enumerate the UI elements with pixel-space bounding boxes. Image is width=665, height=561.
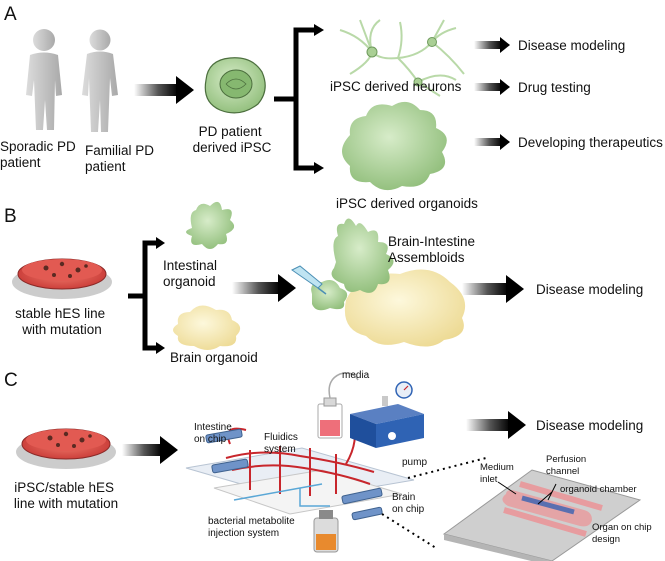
panel-a: A Sporadic PD patient Familial PD patien… — [0, 4, 663, 211]
fluidics-tubing — [225, 419, 375, 496]
detail-arrows — [497, 481, 557, 505]
outcome-drug-testing: Drug testing — [518, 80, 591, 95]
pump-label: pump — [402, 457, 427, 468]
panel-c-letter: C — [4, 370, 18, 391]
panel-c: C iPSC/stable hES line with mutation — [4, 370, 654, 561]
arrow-to-assembloids — [232, 274, 296, 302]
ipsc-cell — [204, 57, 266, 114]
media-bottle — [317, 372, 359, 439]
petri-dish-b — [12, 258, 112, 299]
outcome-developing-therapeutics: Developing therapeutics — [518, 135, 663, 150]
organ-on-chip-design-label: Organ on chip design — [592, 522, 654, 545]
brain-organoid-b — [173, 305, 241, 350]
perfusion-channel-label: Perfusion channel — [546, 454, 589, 477]
petri-dish-c — [16, 428, 116, 469]
pump-device — [350, 381, 424, 448]
brain-organoid-label: Brain organoid — [170, 350, 258, 365]
brain-chip-icon — [341, 487, 383, 521]
medium-inlet-label: Medium inlet — [480, 462, 516, 485]
arrow-c-to-outcome — [466, 411, 526, 439]
media-label: media — [342, 370, 370, 381]
fluidics-label: Fluidics system — [264, 432, 301, 455]
zoom-connectors — [381, 457, 487, 549]
panel-b-letter: B — [4, 206, 17, 227]
sporadic-patient-label: Sporadic PD patient — [0, 139, 80, 170]
outcome-disease-modeling-c: Disease modeling — [536, 418, 643, 433]
panel-b: B stable hES line with mutation — [4, 201, 643, 365]
intestine-chip-label: Intestine on chip — [194, 422, 235, 445]
panel-a-letter: A — [4, 4, 17, 25]
ipsc-label: PD patient derived iPSC — [193, 124, 272, 155]
assembloid — [311, 218, 466, 347]
intestinal-organoid — [186, 201, 235, 249]
pipette-icon — [291, 265, 327, 295]
familial-patient-figure — [82, 29, 118, 132]
arrow-patients-to-ipsc — [134, 76, 194, 104]
arrow-c-to-chip — [122, 436, 178, 464]
organ-on-chip-detail — [442, 469, 642, 561]
intestine-chip-icon — [205, 428, 249, 474]
bacterial-bottle — [313, 510, 339, 553]
outcome-disease-modeling-b: Disease modeling — [536, 282, 643, 297]
bacterial-tubing — [233, 483, 330, 507]
organoids-label: iPSC derived organoids — [336, 196, 478, 211]
familial-patient-label: Familial PD patient — [85, 143, 158, 174]
organoid-chamber-label: organoid chamber — [560, 484, 637, 495]
bacterial-label: bacterial metabolite injection system — [208, 516, 298, 539]
outcome-disease-modeling-a: Disease modeling — [518, 38, 625, 53]
neurons-label: iPSC derived neurons — [330, 79, 462, 94]
brain-chip-label: Brain on chip — [392, 492, 425, 515]
neuron-cell-bodies — [366, 37, 437, 87]
organoid-illustration — [342, 101, 447, 191]
bracket-a — [274, 27, 316, 171]
hes-line-label: stable hES line with mutation — [15, 306, 109, 337]
ipsc-hes-label: iPSC/stable hES line with mutation — [14, 480, 118, 511]
assembloids-label: Brain-Intestine Assembloids — [388, 234, 479, 265]
outcome-arrows-a — [474, 37, 510, 150]
intestinal-organoid-label: Intestinal organoid — [163, 258, 221, 289]
arrow-b-to-outcome — [462, 275, 524, 303]
bracket-b — [128, 240, 158, 351]
sporadic-patient-figure — [26, 29, 62, 130]
